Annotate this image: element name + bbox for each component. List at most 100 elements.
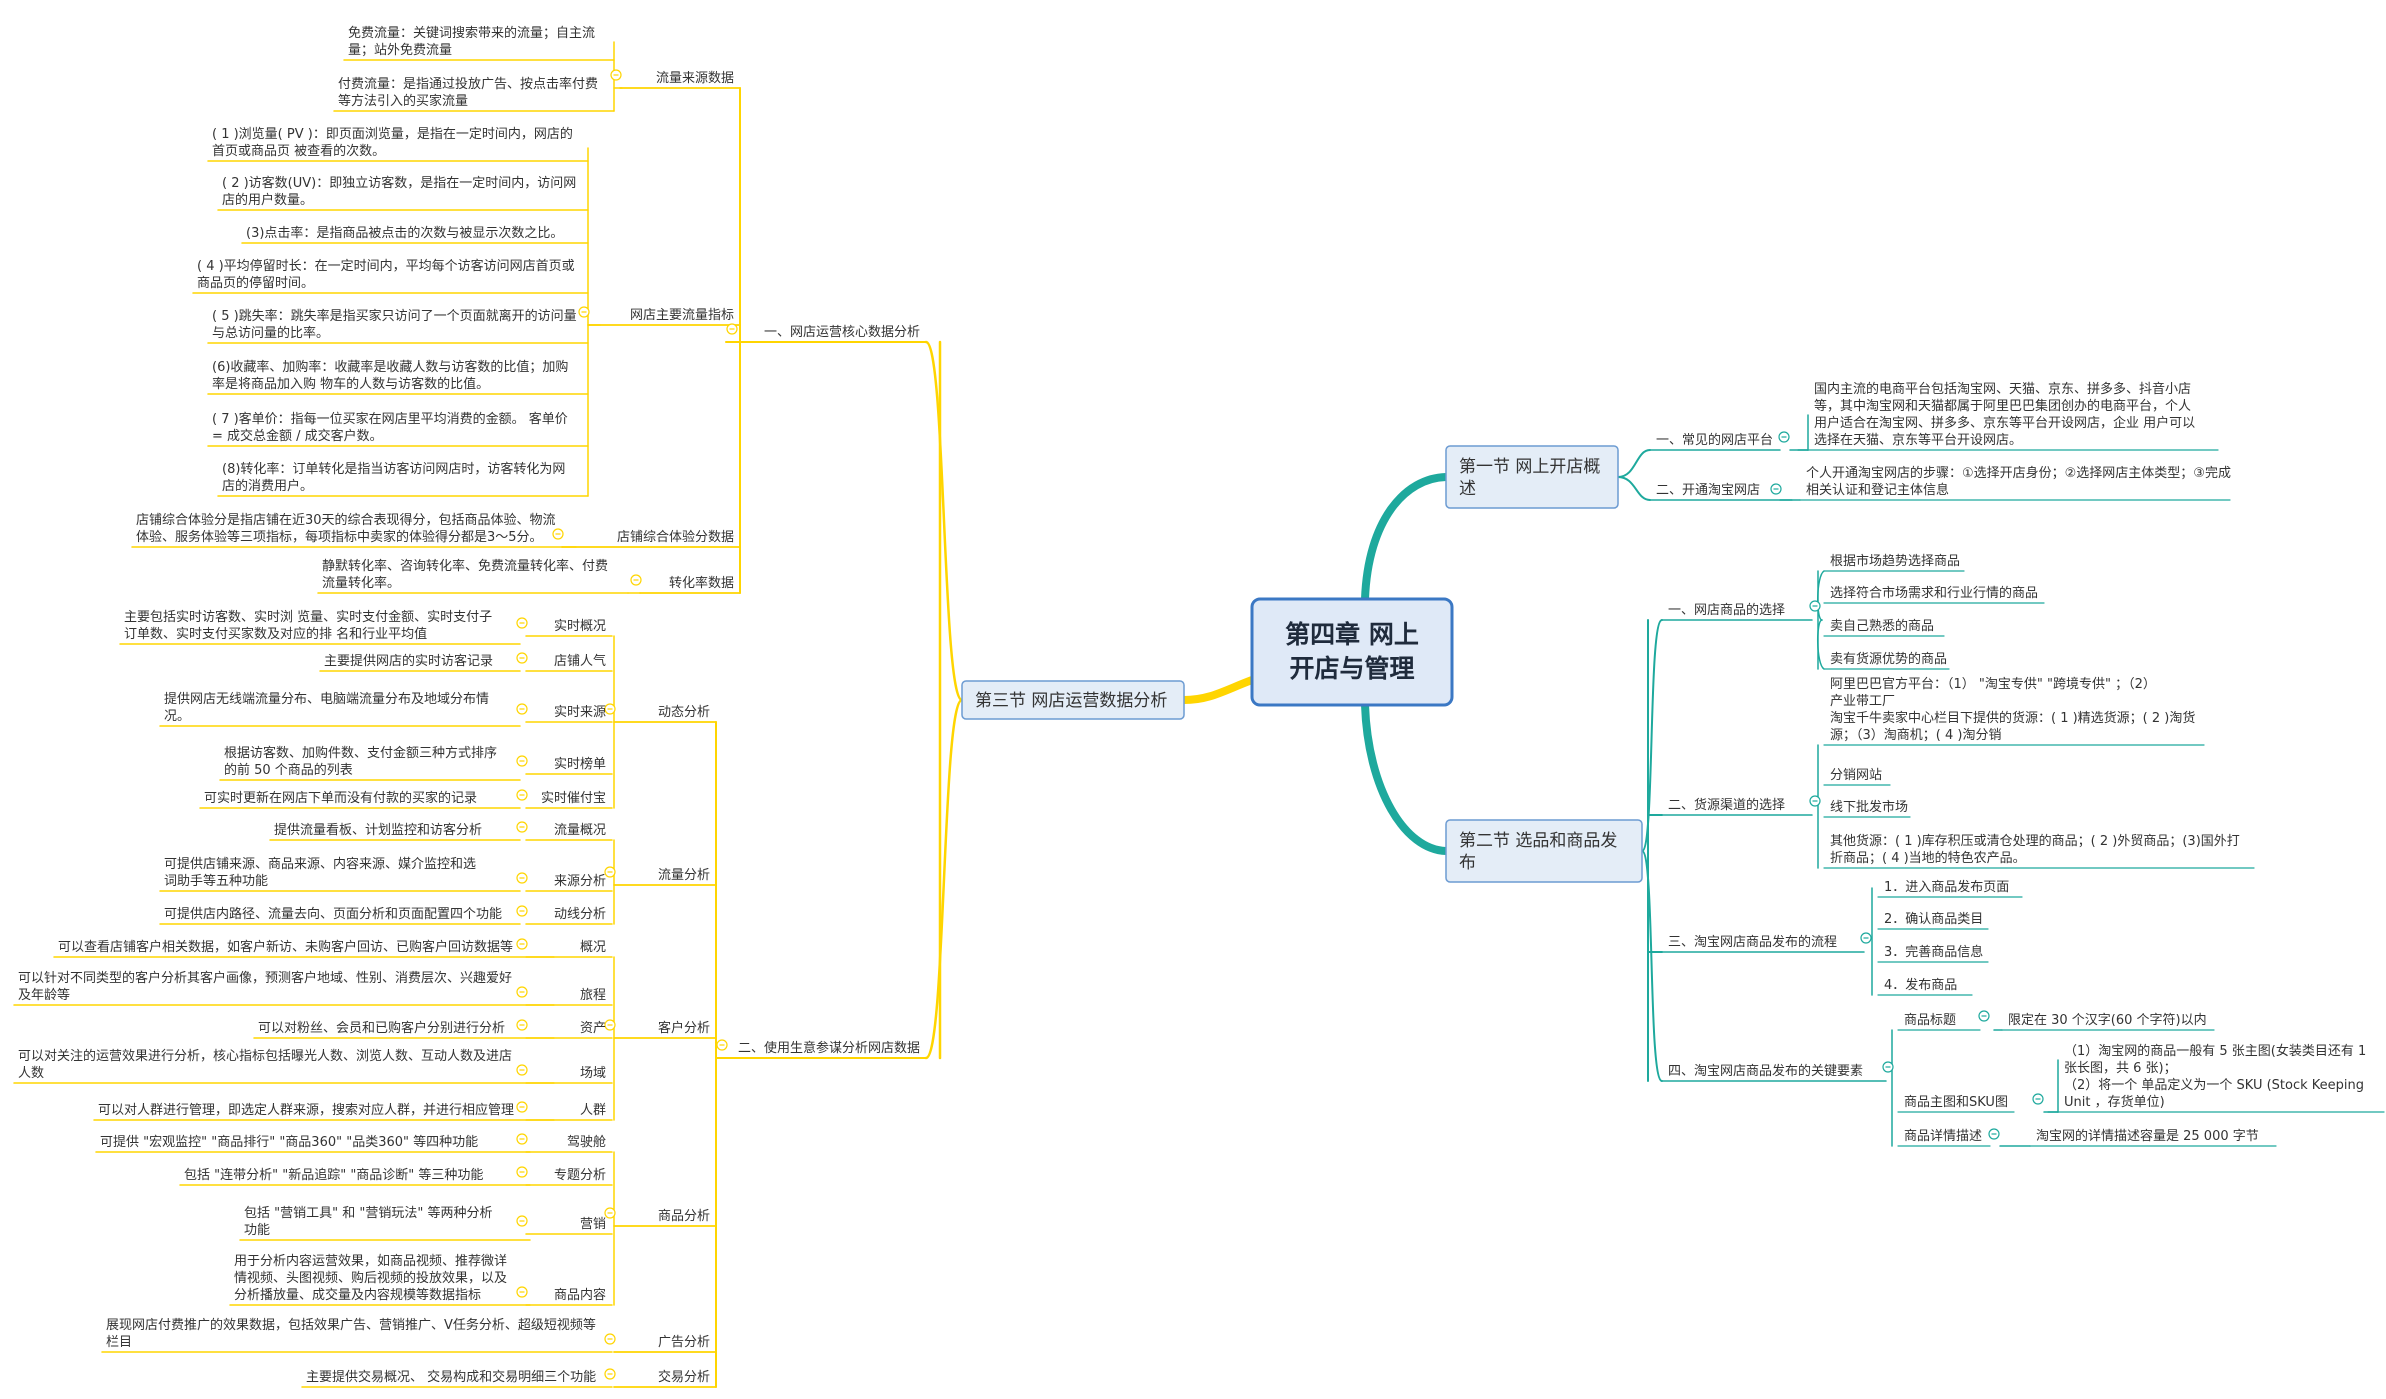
text-line: 2．确认商品类目: [1884, 912, 1983, 927]
collapse-toggle-icon[interactable]: [716, 1039, 728, 1051]
collapse-toggle-icon[interactable]: [726, 323, 738, 335]
collapse-toggle-icon[interactable]: [516, 755, 528, 767]
section-title: 第三节 网店运营数据分析: [975, 691, 1167, 711]
collapse-toggle-icon[interactable]: [1988, 1128, 2000, 1140]
collapse-toggle-icon[interactable]: [610, 69, 622, 81]
collapse-toggle-icon[interactable]: [630, 574, 642, 586]
text-line: 线下批发市场: [1830, 799, 1908, 815]
leaf-node: ( 4 )平均停留时长：在一定时间内，平均每个访客访问网店首页或商品页的停留时间…: [197, 258, 575, 291]
connector-line: [924, 698, 964, 1060]
subtopic-label: 广告分析: [658, 1335, 710, 1350]
leaf-node: ( 1 )浏览量( PV )：即页面浏览量，是指在一定时间内，网店的首页或商品页…: [212, 126, 573, 159]
text-line: 用于分析内容运营效果，如商品视频、推荐微详: [234, 1253, 507, 1269]
text-line: ( 2 )访客数(UV)：即独立访客数，是指在一定时间内，访问网: [222, 175, 576, 191]
collapse-toggle-icon[interactable]: [516, 821, 528, 833]
section-node-2[interactable]: [1445, 819, 1643, 883]
collapse-toggle-icon[interactable]: [1770, 483, 1782, 495]
leaf-node: 可以对粉丝、会员和已购客户分别进行分析: [258, 1020, 505, 1036]
section-node-3[interactable]: [961, 680, 1185, 720]
collapse-toggle-icon[interactable]: [516, 1133, 528, 1145]
leaf-node: 选择符合市场需求和行业行情的商品: [1830, 585, 2038, 601]
collapse-toggle-icon[interactable]: [516, 872, 528, 884]
leaf-node: 个人开通淘宝网店的步骤：①选择开店身份；②选择网店主体类型；③完成相关认证和登记…: [1806, 465, 2231, 498]
collapse-toggle-icon[interactable]: [516, 1166, 528, 1178]
collapse-toggle-icon[interactable]: [516, 617, 528, 629]
text-line: 与总访问量的比率。: [212, 325, 329, 341]
root-node[interactable]: [1250, 597, 1454, 707]
collapse-toggle-icon[interactable]: [516, 986, 528, 998]
leaf-node: 3．完善商品信息: [1884, 944, 1983, 960]
topic-label: 二、货源渠道的选择: [1668, 797, 1785, 813]
text-line: 商品标题: [1904, 1013, 1956, 1028]
leaf-node: 其他货源：( 1 )库存积压或清仓处理的商品；( 2 )外贸商品；(3)国外打折…: [1830, 833, 2240, 866]
leaf-node: 店铺综合体验分是指店铺在近30天的综合表现得分，包括商品体验、物流体验、服务体验…: [136, 512, 556, 545]
collapse-toggle-icon[interactable]: [578, 306, 590, 318]
collapse-toggle-icon[interactable]: [516, 1064, 528, 1076]
text-line: （1）淘宝网的商品一般有 5 张主图(女装类目还有 1: [2064, 1043, 2366, 1059]
leaf-node: 静默转化率、咨询转化率、免费流量转化率、付费流量转化率。: [322, 558, 608, 591]
connector-line: [1641, 619, 1663, 852]
text-line: ( 4 )平均停留时长：在一定时间内，平均每个访客访问网店首页或: [197, 258, 575, 274]
root-title: 第四章 网上开店与管理: [1285, 620, 1419, 683]
leaf-node: 4．发布商品: [1884, 977, 1957, 993]
leaf-node: 包括 "连带分析" "新品追踪" "商品诊断" 等三种功能: [184, 1167, 483, 1183]
metric-label: 来源分析: [554, 874, 606, 889]
text-line: 等，其中淘宝网和天猫都属于阿里巴巴集团创办的电商平台，个人: [1814, 398, 2191, 414]
collapse-toggle-icon[interactable]: [604, 1368, 616, 1380]
text-line: 述: [1459, 479, 1476, 499]
metric-label: 流量概况: [554, 823, 606, 838]
text-line: 功能: [244, 1223, 270, 1238]
text-line: 用户适合在淘宝网、拼多多、京东等平台开设网店，企业 用户可以: [1814, 415, 2195, 431]
text-line: 率是将商品加入购 物车的人数与访客数的比值。: [212, 376, 489, 392]
text-line: 可以对关注的运营效果进行分析，核心指标包括曝光人数、浏览人数、互动人数及进店: [18, 1048, 512, 1064]
collapse-toggle-icon[interactable]: [1978, 1010, 1990, 1022]
collapse-toggle-icon[interactable]: [604, 703, 616, 715]
metric-label: 人群: [580, 1103, 606, 1118]
text-line: 卖自己熟悉的商品: [1830, 618, 1934, 634]
collapse-toggle-icon[interactable]: [516, 1101, 528, 1113]
collapse-toggle-icon[interactable]: [516, 789, 528, 801]
collapse-toggle-icon[interactable]: [1778, 431, 1790, 443]
collapse-toggle-icon[interactable]: [516, 652, 528, 664]
connector-line: [1641, 850, 1663, 1082]
collapse-toggle-icon[interactable]: [552, 528, 564, 540]
metric-label: 实时催付宝: [541, 791, 606, 806]
text-line: 可提供店内路径、流量去向、页面分析和页面配置四个功能: [164, 906, 502, 922]
collapse-toggle-icon[interactable]: [2032, 1093, 2044, 1105]
text-line: 店铺综合体验分是指店铺在近30天的综合表现得分，包括商品体验、物流: [136, 512, 556, 528]
text-line: 的前 50 个商品的列表: [224, 762, 353, 778]
collapse-toggle-icon[interactable]: [1809, 795, 1821, 807]
collapse-toggle-icon[interactable]: [1809, 600, 1821, 612]
text-line: 第二节 选品和商品发: [1459, 831, 1617, 851]
text-line: 3．完善商品信息: [1884, 944, 1983, 960]
section-node-1[interactable]: [1445, 445, 1619, 509]
text-line: 主要提供交易概况、 交易构成和交易明细三个功能: [306, 1369, 596, 1385]
collapse-toggle-icon[interactable]: [1882, 1061, 1894, 1073]
collapse-toggle-icon[interactable]: [604, 1207, 616, 1219]
collapse-toggle-icon[interactable]: [604, 866, 616, 878]
leaf-node: (8)转化率：订单转化是指当访客访问网店时，访客转化为网店的消费用户。: [222, 461, 565, 494]
leaf-node: ( 7 )客单价：指每一位买家在网店里平均消费的金额。 客单价= 成交总金额 /…: [212, 411, 568, 444]
leaf-node: 淘宝网的详情描述容量是 25 000 字节: [2036, 1128, 2259, 1144]
root-title-line: 第四章 网上: [1285, 620, 1419, 649]
collapse-toggle-icon[interactable]: [516, 703, 528, 715]
topic-label: 一、网店运营核心数据分析: [764, 325, 920, 340]
collapse-toggle-icon[interactable]: [516, 905, 528, 917]
collapse-toggle-icon[interactable]: [1860, 932, 1872, 944]
text-line: 栏目: [106, 1335, 132, 1350]
collapse-toggle-icon[interactable]: [516, 938, 528, 950]
text-line: 体验、服务体验等三项指标，每项指标中卖家的体验得分都是3～5分。: [136, 529, 543, 545]
text-line: 商品主图和SKU图: [1904, 1095, 2008, 1110]
metric-label: 实时来源: [554, 705, 606, 720]
collapse-toggle-icon[interactable]: [516, 1215, 528, 1227]
root-connector: [1361, 701, 1450, 855]
text-line: 首页或商品页 被查看的次数。: [212, 143, 385, 159]
metric-label: 营销: [580, 1217, 606, 1232]
collapse-toggle-icon[interactable]: [516, 1019, 528, 1031]
collapse-toggle-icon[interactable]: [604, 1019, 616, 1031]
text-line: 静默转化率、咨询转化率、免费流量转化率、付费: [322, 558, 608, 574]
root-title-line: 开店与管理: [1289, 654, 1414, 683]
collapse-toggle-icon[interactable]: [604, 1333, 616, 1345]
collapse-toggle-icon[interactable]: [516, 1286, 528, 1298]
text-line: 情视频、头图视频、购后视频的投放效果，以及: [234, 1270, 507, 1286]
